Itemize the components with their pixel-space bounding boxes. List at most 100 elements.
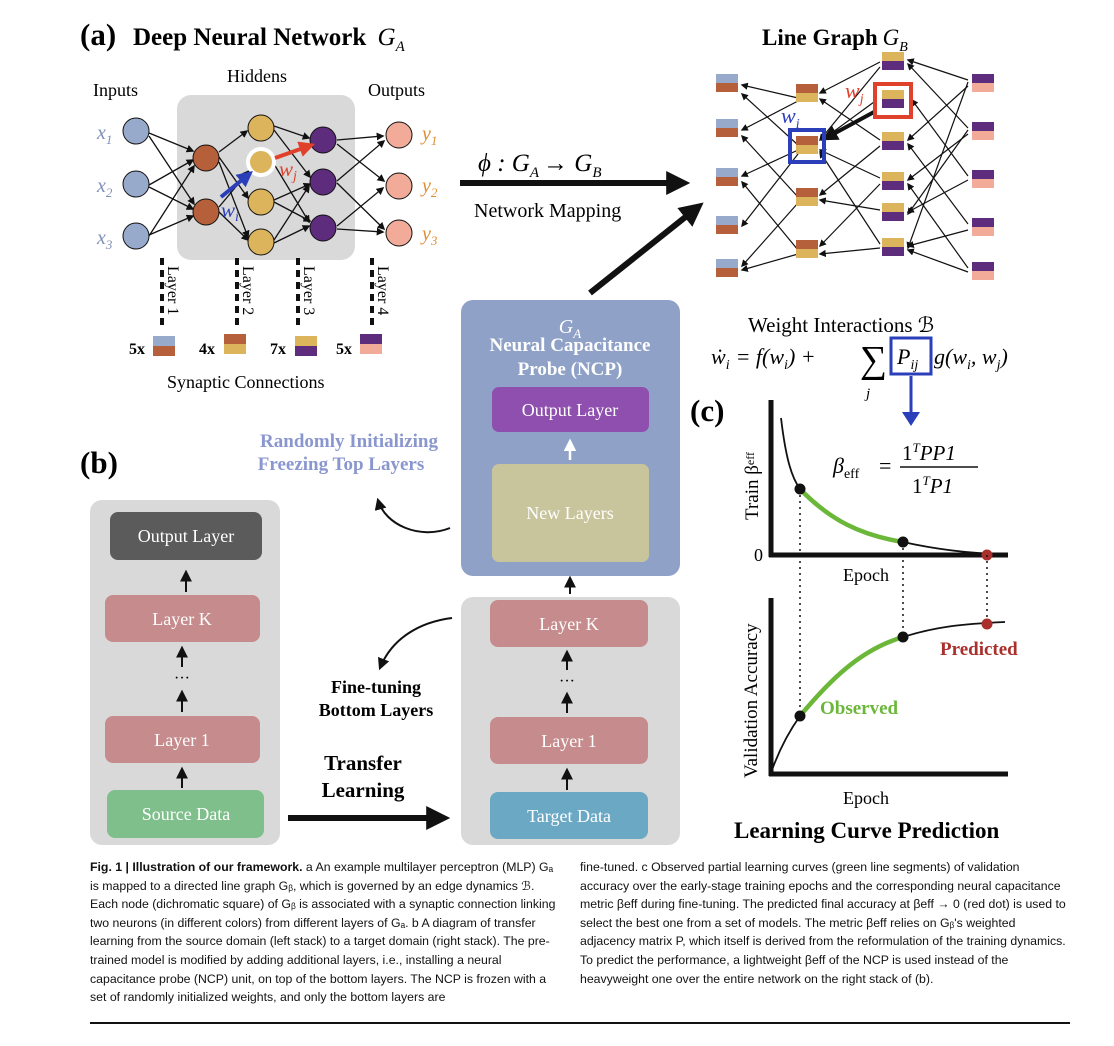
layer-labels: Layer 1 Layer 2 Layer 3 Layer 4 (164, 266, 391, 315)
caption-left-text: a An example multilayer perceptron (MLP)… (90, 860, 556, 1005)
output-label: y1 (420, 123, 437, 148)
output-node (385, 219, 413, 247)
source-output-label: Output Layer (138, 526, 234, 546)
ncp-output-layer (492, 387, 649, 432)
ncp-output-label: Output Layer (522, 400, 618, 420)
hidden-node (247, 114, 275, 142)
source-output-layer (110, 512, 262, 560)
coupling-term: g(wi, wj) (934, 344, 1008, 373)
ncp-sym: GA (559, 316, 581, 341)
ncp-new-layers (492, 464, 649, 562)
input-label: x3 (96, 227, 113, 252)
node-col-1 (716, 74, 738, 277)
node-col-3 (882, 52, 904, 256)
linegraph-wi-label: wi (781, 103, 800, 132)
source-ellipsis: ··· (174, 670, 190, 687)
layer-label: Layer 4 (374, 266, 391, 315)
acc-curve-early (771, 715, 801, 771)
hiddens-label: Hiddens (227, 66, 287, 86)
dynamics-equation: ẇi= f(wi) + (711, 344, 816, 373)
source-layer-1-label: Layer 1 (154, 730, 209, 750)
input-labels: x1 x2 x3 (96, 122, 113, 252)
beta-numerator: 1TPP1 (902, 440, 956, 465)
panel-c: (c) Train βeff 0 Epoch βeff = 1TPP1 1TP1… (690, 393, 1018, 843)
layer-dashed-lines (160, 258, 374, 330)
hidden-node (309, 168, 337, 196)
caption-right-text: fine-tuned. c Observed partial learning … (580, 860, 1066, 986)
synaptic-connections-label: Synaptic Connections (167, 372, 324, 392)
top-xlabel: Epoch (843, 565, 889, 585)
target-ellipsis: ··· (559, 673, 575, 690)
wi-node-highlight (788, 128, 826, 164)
pij-highlight (889, 336, 933, 376)
target-layer-k (490, 600, 648, 647)
count-label: 4x (199, 341, 215, 358)
pij-term: Pij (896, 344, 918, 373)
hidden-node (192, 144, 220, 172)
mapping-label: Network Mapping (474, 200, 621, 222)
line-graph-nodes (716, 52, 994, 280)
source-layer-k (105, 595, 260, 642)
outputs-label: Outputs (368, 80, 425, 100)
panel-a-title: Deep Neural Network GA (133, 24, 406, 55)
source-layer-1 (105, 716, 260, 763)
source-layer-k-label: Layer K (152, 609, 211, 629)
network-mapping: ϕ : GA→ GB Network Mapping (460, 150, 704, 296)
wi-label: wi (221, 198, 239, 225)
wj-to-wi-arrow (821, 110, 875, 141)
input-label: x2 (96, 175, 113, 200)
mlp-edges (148, 125, 386, 244)
wi-edge-highlight (219, 170, 253, 199)
beta-curve-observed (798, 487, 904, 545)
beta-denominator: 1TP1 (912, 473, 953, 498)
hidden-node (309, 126, 337, 154)
wj-node-highlight (873, 82, 913, 119)
layer-label: Layer 1 (164, 266, 181, 315)
node-col-2 (796, 84, 818, 258)
weight-interactions-title: Weight Interactions ℬ (748, 313, 934, 337)
count-label: 5x (129, 341, 145, 358)
beta-eff-label: βeff (832, 453, 860, 482)
mlp-nodes (122, 114, 413, 256)
sum-index: j (864, 386, 870, 402)
hidden-node (247, 228, 275, 256)
wj-label: wj (279, 157, 297, 184)
highlighted-hidden-node (246, 147, 276, 177)
bottom-xlabel: Epoch (843, 788, 889, 808)
projection-lines (799, 489, 988, 716)
ncp-title-1: Neural Capacitance (490, 335, 651, 356)
connection-counts: 5x 4x 7x 5x (129, 341, 352, 358)
layer-label: Layer 2 (239, 266, 256, 315)
output-label: y3 (420, 223, 438, 248)
target-layer-k-label: Layer K (539, 614, 598, 634)
node-col-4 (972, 74, 994, 280)
connection-swatches (153, 334, 382, 356)
weight-interactions: Weight Interactions ℬ ẇi= f(wi) + ∑ j Pi… (711, 313, 1008, 426)
panel-b-label: (b) (80, 445, 118, 480)
predicted-label: Predicted (940, 639, 1018, 660)
wj-edge-highlight (274, 141, 316, 160)
pij-arrow-head (902, 412, 920, 426)
sum-symbol: ∑ (860, 339, 887, 381)
randomize-curved-arrow (374, 497, 451, 534)
ncp-new-label: New Layers (526, 503, 613, 523)
ncp-to-linegraph-arrow (588, 202, 704, 296)
input-node (122, 222, 150, 250)
source-data (107, 790, 264, 838)
output-label: y2 (420, 175, 438, 200)
output-node (385, 172, 413, 200)
count-label: 7x (270, 341, 286, 358)
bottom-ylabel: Validation Accuracy (741, 623, 762, 778)
random-init-label-1: Randomly Initializing (260, 431, 438, 452)
target-data (490, 792, 648, 839)
input-label: x1 (96, 122, 112, 147)
caption-left: Fig. 1 | Illustration of our framework. … (90, 858, 560, 1007)
panel-c-label: (c) (690, 393, 724, 428)
acc-point-start (794, 710, 806, 722)
transfer-label-2: Learning (322, 778, 405, 802)
target-layer-1 (490, 717, 648, 764)
learning-curve-title: Learning Curve Prediction (734, 818, 1000, 843)
caption-right: fine-tuned. c Observed partial learning … (580, 858, 1070, 988)
